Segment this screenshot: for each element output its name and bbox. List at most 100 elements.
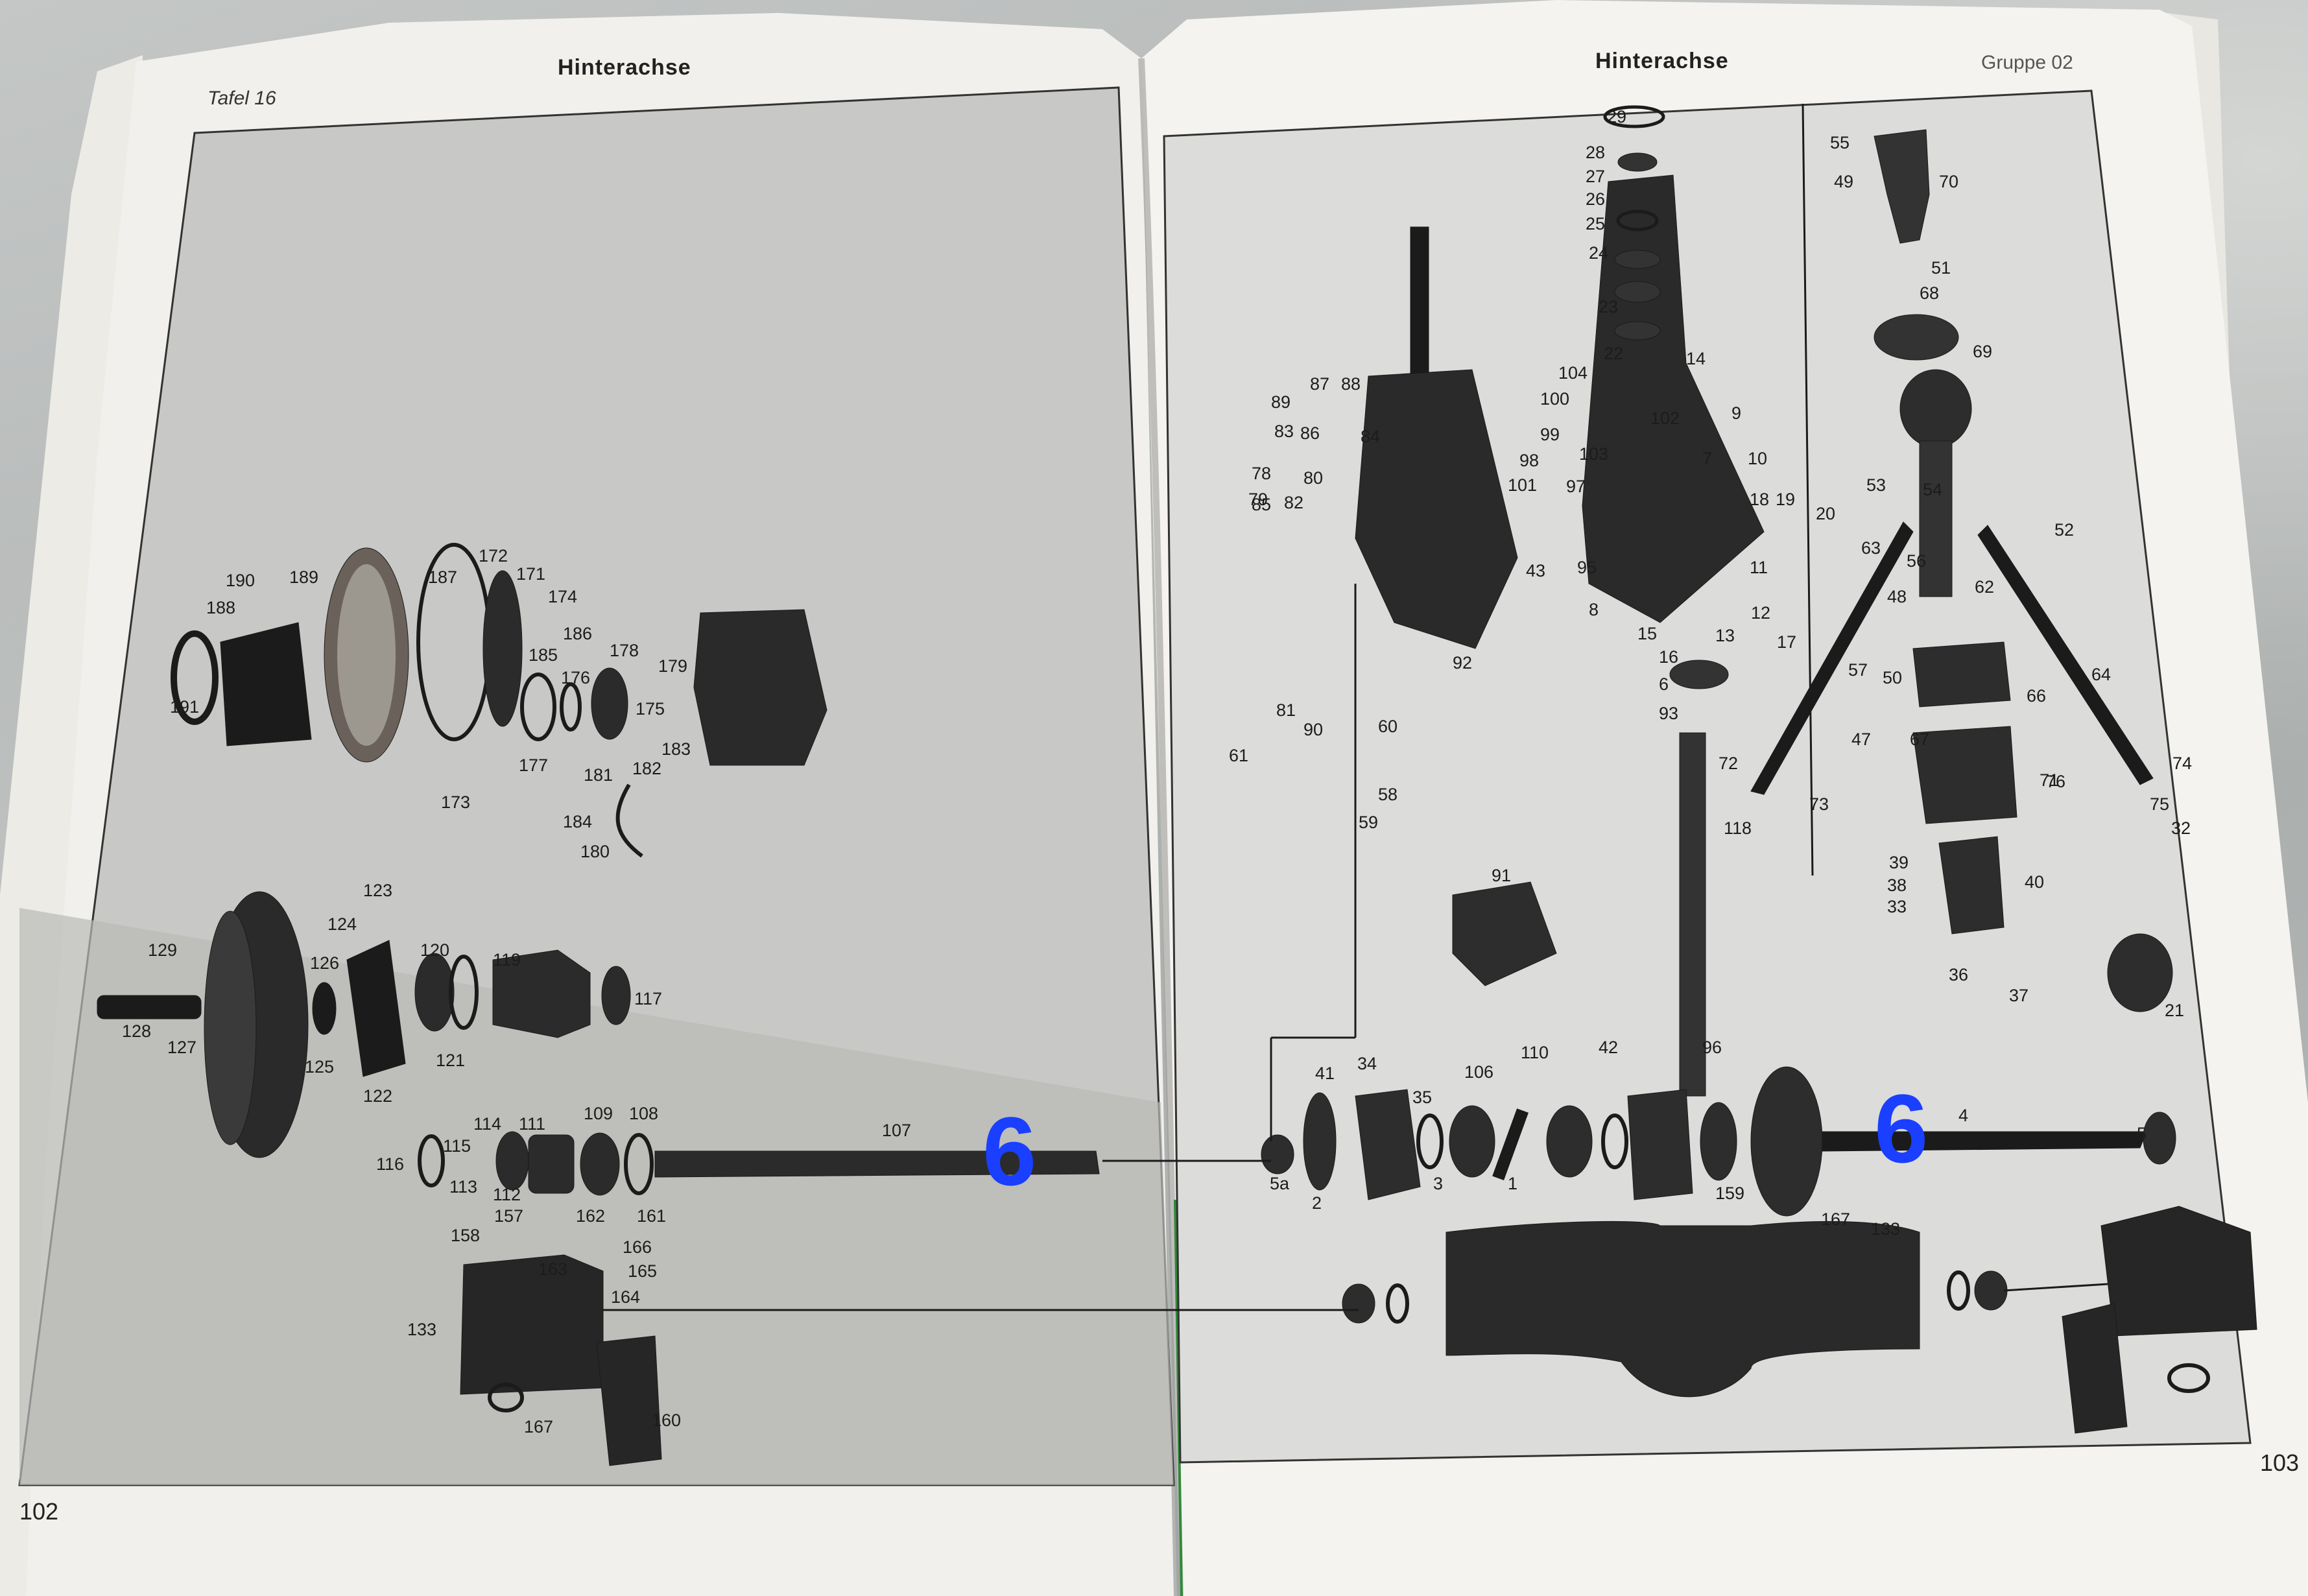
part-label: 37: [2009, 986, 2029, 1005]
part-label: 173: [441, 792, 471, 812]
part-label: 55: [1830, 133, 1850, 152]
part-label: 39: [1889, 853, 1909, 872]
part-label: 103: [1579, 444, 1609, 464]
part-label: 21: [2165, 1001, 2185, 1020]
right-page-number: 103: [2260, 1449, 2300, 1476]
part-label: 124: [327, 914, 357, 934]
part-label: 184: [563, 812, 593, 831]
part-label: 87: [1310, 374, 1330, 394]
part-label: 5: [2137, 1124, 2147, 1143]
part-label: 157: [494, 1206, 524, 1226]
part-label: 114: [473, 1114, 502, 1134]
part-label: 10: [1748, 449, 1768, 468]
part-label: 110: [1521, 1043, 1549, 1062]
right-parts: [603, 103, 2257, 1434]
part-label: 178: [610, 641, 639, 660]
part-label: 106: [1464, 1062, 1494, 1082]
part-label: 158: [451, 1226, 481, 1245]
part-label: 189: [289, 567, 319, 587]
part-label: 90: [1303, 720, 1324, 739]
part-label: 13: [1715, 626, 1735, 645]
part-label: 108: [629, 1104, 659, 1123]
part-label: 3: [1433, 1174, 1444, 1193]
part-label: 79: [1248, 490, 1268, 509]
part-label: 183: [661, 739, 691, 759]
part-label: 175: [636, 699, 665, 719]
part-label: 160: [652, 1411, 682, 1430]
part-label: 116: [376, 1154, 405, 1174]
part-label: 28: [1586, 143, 1606, 162]
part-label: 127: [167, 1038, 197, 1057]
group-label: Gruppe 02: [1981, 52, 2073, 73]
left-parts: [97, 543, 1100, 1466]
part-label: 53: [1866, 475, 1886, 495]
part-label: 15: [1637, 624, 1658, 643]
part-label: 113: [449, 1177, 478, 1197]
part-label: 167: [1821, 1209, 1851, 1229]
part-label: 41: [1315, 1064, 1335, 1083]
part-label: 167: [524, 1417, 554, 1436]
part-label: 171: [516, 564, 546, 584]
part-label: 117: [634, 989, 663, 1008]
part-label: 60: [1378, 717, 1398, 736]
part-label: 174: [548, 587, 578, 606]
part-label: 187: [428, 567, 458, 587]
part-label: 190: [226, 571, 256, 590]
part-label: 88: [1341, 374, 1361, 394]
part-label: 177: [519, 756, 549, 775]
part-label: 186: [563, 624, 593, 643]
part-label: 128: [122, 1021, 152, 1041]
part-label: 66: [2027, 686, 2047, 706]
part-label: 69: [1973, 342, 1993, 361]
part-label: 17: [1777, 632, 1797, 652]
handwritten-mark-right: 6: [1874, 1074, 1929, 1183]
part-label: 159: [1715, 1184, 1745, 1203]
part-label: 96: [1702, 1038, 1722, 1057]
part-label: 22: [1604, 344, 1624, 363]
part-label: 18: [1750, 490, 1770, 509]
part-label: 59: [1359, 813, 1379, 832]
part-label: 7: [1702, 449, 1713, 468]
part-label: 188: [206, 598, 236, 617]
part-label: 100: [1540, 389, 1570, 409]
part-label: 6: [1659, 674, 1669, 694]
part-label: 40: [2025, 872, 2045, 892]
part-label: 182: [632, 759, 662, 778]
part-label: 84: [1361, 427, 1381, 446]
part-label: 20: [1816, 504, 1836, 523]
part-label: 91: [1492, 866, 1512, 885]
part-label: 98: [1519, 451, 1540, 470]
part-label: 112: [493, 1185, 521, 1204]
part-label: 115: [443, 1136, 471, 1156]
part-label: 120: [420, 940, 450, 960]
part-label: 125: [305, 1057, 335, 1077]
part-label: 166: [623, 1237, 652, 1257]
part-label: 63: [1861, 538, 1881, 558]
part-label: 164: [611, 1287, 641, 1307]
handwritten-mark-left: 6: [982, 1097, 1037, 1206]
part-label: 109: [584, 1104, 613, 1123]
part-label: 14: [1686, 349, 1706, 368]
part-label: 32: [2171, 818, 2191, 838]
part-label: 67: [1910, 730, 1930, 749]
right-page-title: Hinterachse: [1595, 49, 1729, 73]
part-label: 61: [1229, 746, 1249, 765]
part-label: 101: [1508, 475, 1538, 495]
part-label: 163: [538, 1259, 568, 1279]
part-label: 42: [1599, 1038, 1619, 1057]
part-label: 26: [1586, 189, 1606, 209]
part-label: 92: [1453, 653, 1473, 673]
part-label: 4: [1958, 1106, 1969, 1125]
part-label: 176: [561, 668, 591, 687]
part-label: 27: [1586, 167, 1606, 186]
part-label: 133: [407, 1320, 437, 1339]
part-label: 165: [628, 1261, 658, 1281]
part-label: 38: [1887, 875, 1907, 895]
part-label: 36: [1949, 965, 1969, 984]
part-label: 68: [1920, 283, 1940, 303]
part-label: 181: [584, 765, 613, 785]
part-label: 25: [1586, 214, 1606, 233]
part-label: 119: [493, 950, 521, 970]
part-label: 85: [1252, 495, 1272, 514]
part-label: 62: [1975, 577, 1995, 597]
